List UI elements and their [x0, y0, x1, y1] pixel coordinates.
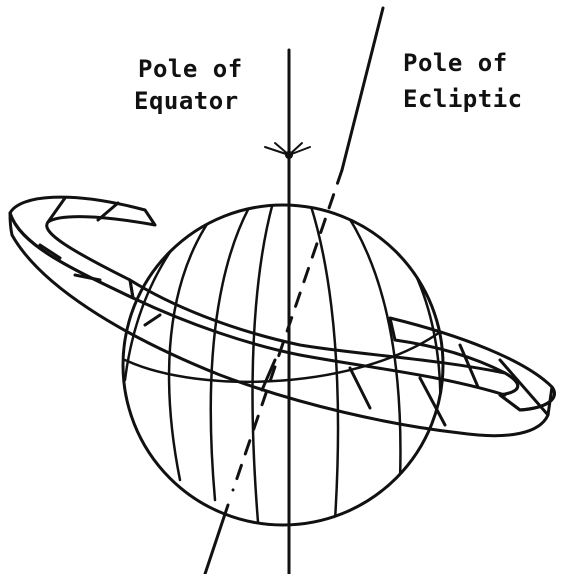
pole-of-ecliptic-label-line1: Pole of [403, 49, 508, 77]
pole-of-equator-label-line2: Equator [134, 87, 239, 115]
pole-of-ecliptic-label-line2: Ecliptic [403, 85, 523, 113]
ecliptic-band-front [10, 198, 554, 436]
pole-of-equator-label-line1: Pole of [138, 55, 243, 83]
